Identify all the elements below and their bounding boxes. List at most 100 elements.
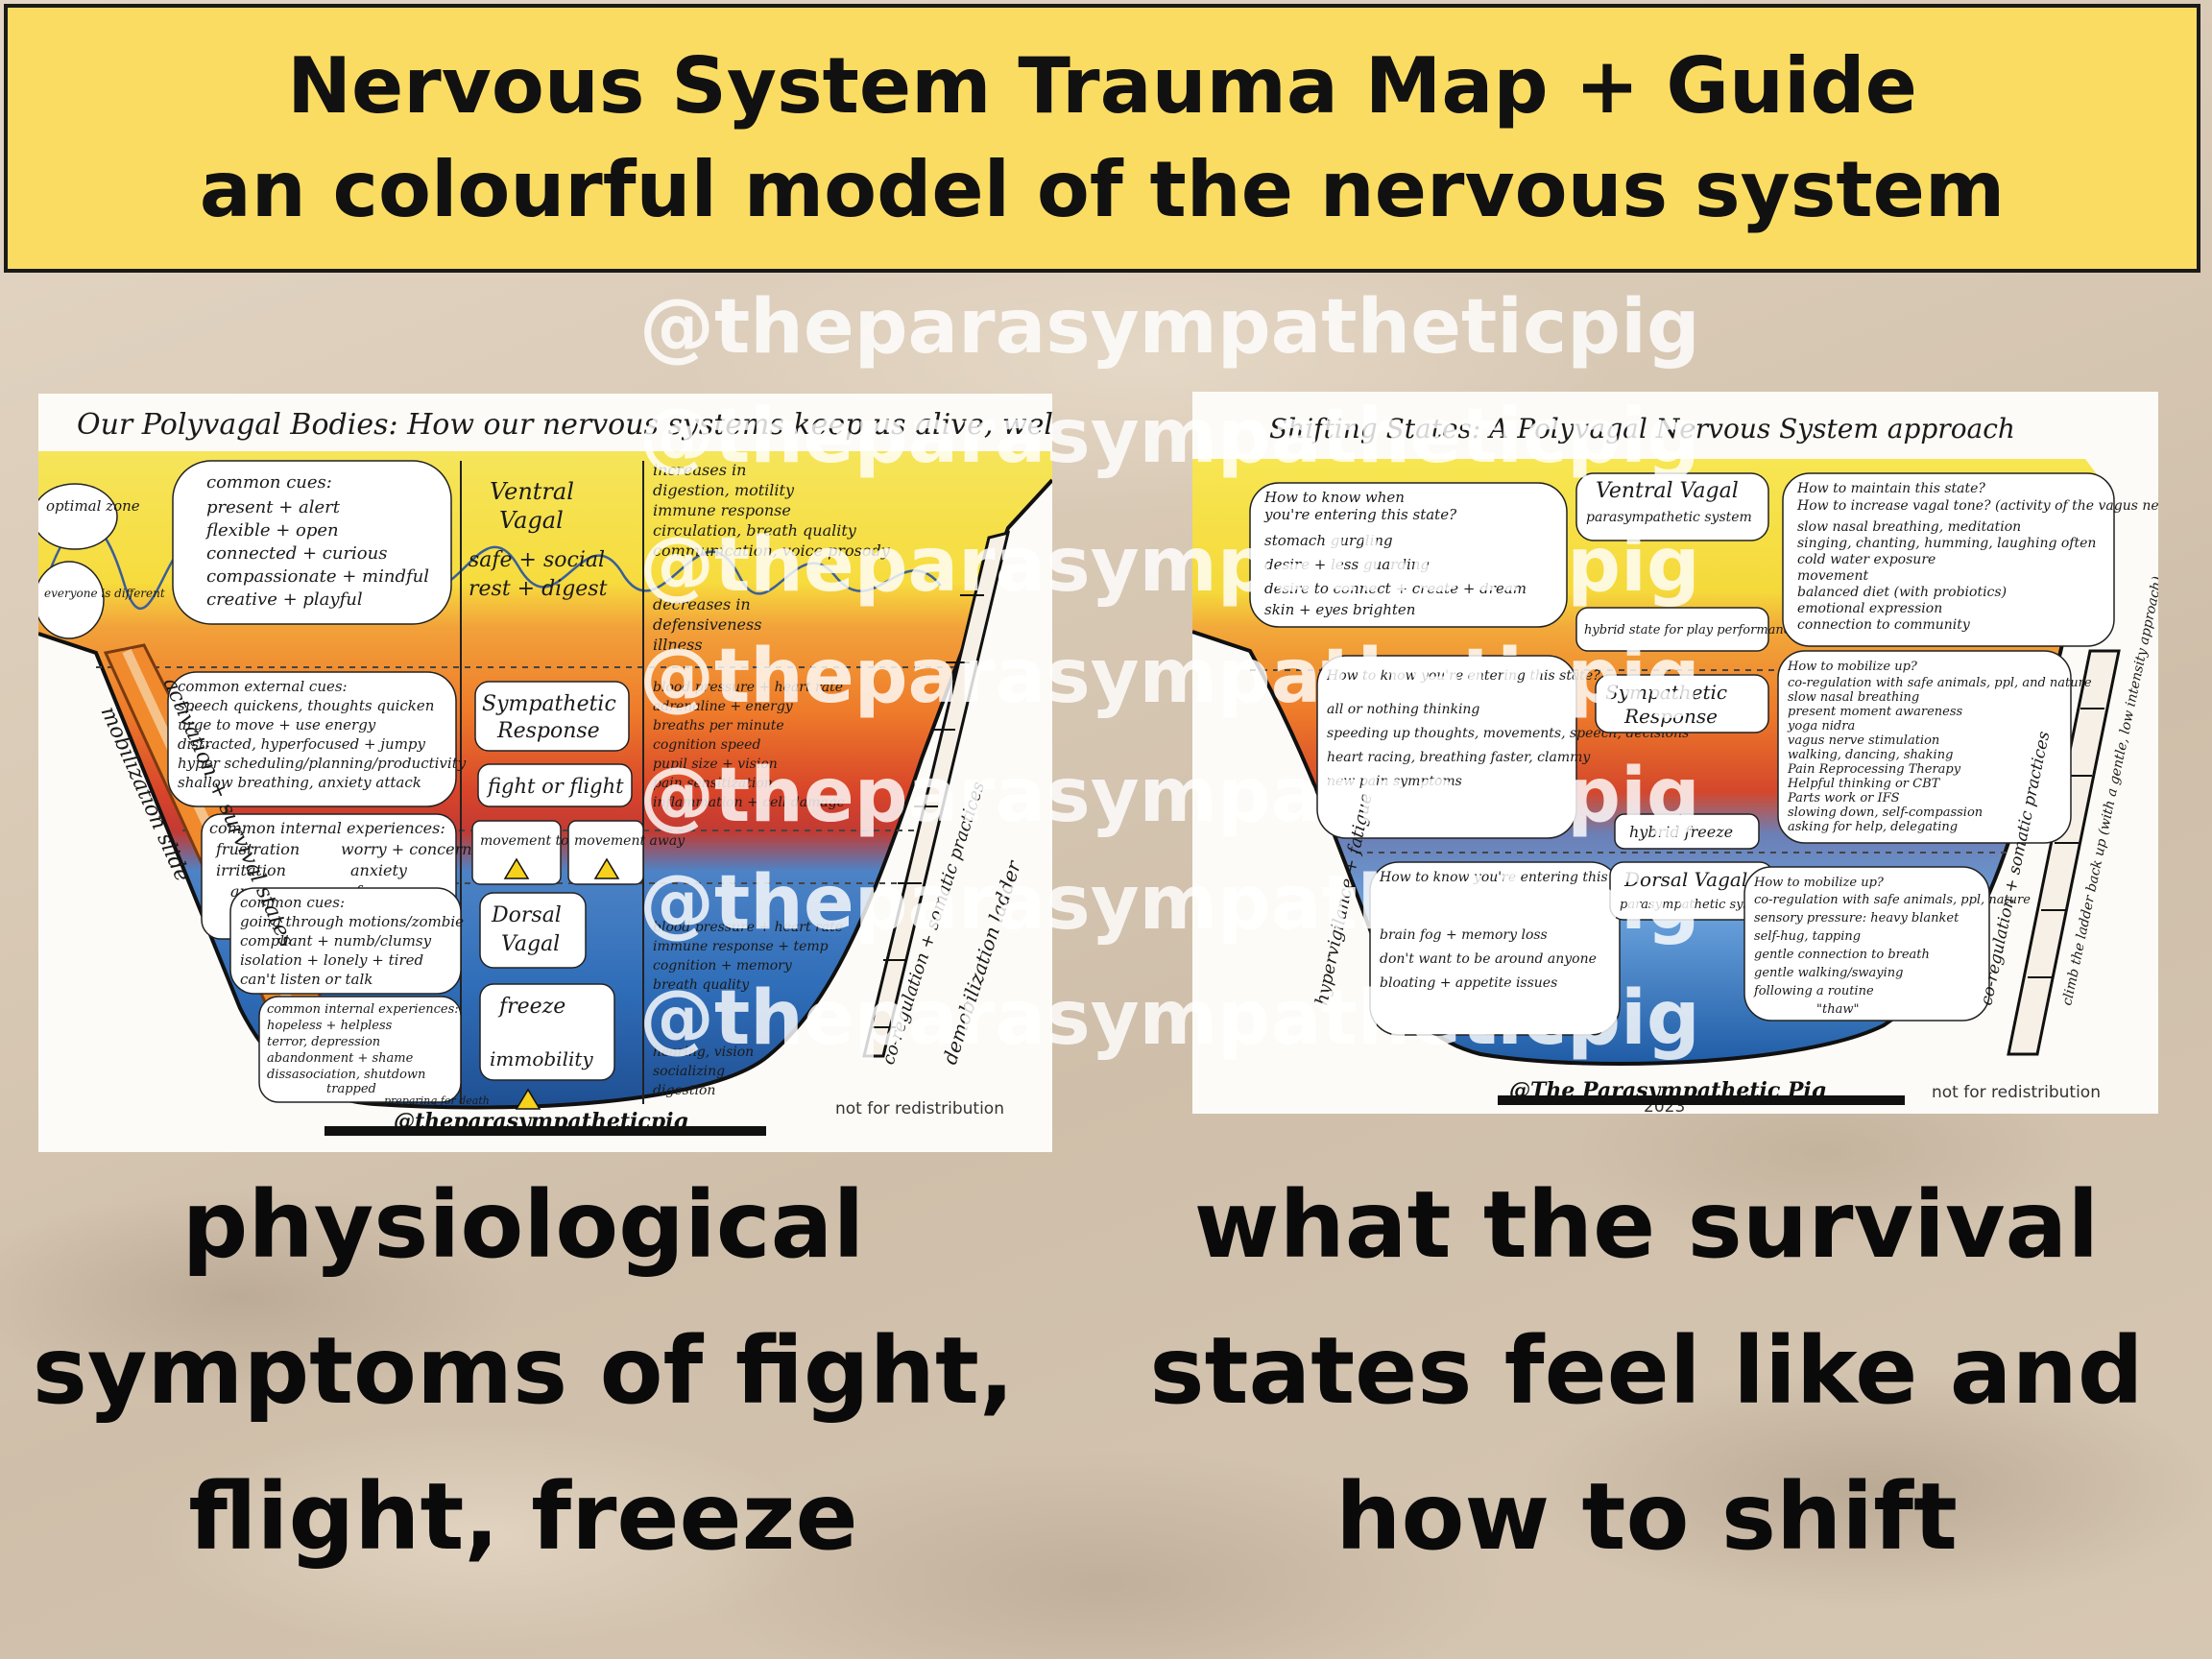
symp-increase-6: pain sensitization [653, 776, 773, 791]
ventral-label-2: Vagal [499, 507, 564, 534]
dorsal-internal-2: terror, depression [267, 1035, 380, 1049]
right-handwritten-title: Shifting States: A Polyvagal Nervous Sys… [1269, 413, 2015, 445]
know-item-4: skin + eyes brighten [1264, 601, 1415, 618]
maintain-item-3: cold water exposure [1797, 552, 1936, 567]
dorsal-internal-3: abandonment + shame [267, 1051, 414, 1066]
mobilize-11: asking for help, delegating [1788, 820, 1958, 834]
internal-left-2: irritation [216, 861, 286, 879]
symp-know-1: all or nothing thinking [1327, 702, 1479, 717]
symp-cue-3: distracted, hyperfocused + jumpy [178, 735, 426, 753]
know-item-2: desire + less guarding [1264, 556, 1430, 573]
ventral-cue-2: flexible + open [204, 520, 339, 541]
internal-right-2: anxiety [350, 861, 408, 879]
ventral-function-2: rest + digest [469, 577, 608, 601]
svg-text:How to maintain this state?: How to maintain this state? How to incre… [1796, 481, 2158, 633]
dorsal-decrease-3: cognition + memory [653, 958, 793, 974]
ventral-cue-1: present + alert [206, 497, 341, 517]
know-title-1: How to know when [1263, 489, 1405, 506]
maintain-title-1: How to maintain this state? [1796, 481, 1985, 496]
mobilize-title: How to mobilize up? [1787, 660, 1918, 674]
dorsal-decrease-1: blood pressure + heart rate [653, 920, 843, 935]
svg-text:increases in digestion,: increases in digestion, motility immune … [653, 461, 891, 560]
symp-increase-3: breaths per minute [653, 718, 784, 733]
mobilize-9: Parts work or IFS [1787, 791, 1900, 805]
svg-text:Sympathetic Response: Sympathetic Response [482, 692, 623, 743]
dorsal-internal-6: preparing for death [384, 1094, 490, 1107]
right-not-for-redistribution: not for redistribution [1932, 1083, 2101, 1102]
right-dorsal-label-2: parasympathetic system [1620, 898, 1773, 912]
symp-cue-1: speech quickens, thoughts quicken [178, 697, 434, 714]
svg-text:Ventral Vagal: Ventral Vagal [490, 478, 582, 534]
dorsal-label-2: Vagal [501, 932, 560, 956]
svg-text:common internal experiences:: common internal experiences: hopeless + … [267, 1002, 463, 1096]
right-caption: what the survival states feel like and h… [1104, 1152, 2189, 1590]
symp-cues-title: common external cues: [178, 678, 348, 695]
svg-text:How to know you're entering th: How to know you're entering this state? … [1326, 668, 1694, 789]
left-caption-line-2: symptoms of fight, [32, 1317, 1015, 1425]
left-not-for-redistribution: not for redistribution [835, 1099, 1004, 1118]
svg-text:common cues: going throu: common cues: going through motions/zombi… [240, 894, 469, 988]
decrease-3: illness [653, 636, 703, 654]
symp-cue-5: shallow breathing, anxiety attack [178, 774, 421, 791]
mobilize-up-4: gentle connection to breath [1754, 948, 1930, 962]
freeze-label: freeze [497, 995, 565, 1019]
right-polyvagal-image: Shifting States: A Polyvagal Nervous Sys… [1192, 392, 2158, 1114]
svg-text:Dorsal Vagal: Dorsal Vagal [491, 903, 568, 956]
ventral-function-1: safe + social [469, 548, 605, 572]
maintain-item-6: emotional expression [1797, 601, 1942, 616]
mobilize-up-6: following a routine [1753, 984, 1874, 998]
symp-label-1: Sympathetic [482, 692, 616, 716]
dorsal-internal-5: trapped [326, 1082, 376, 1096]
left-underline [325, 1126, 766, 1136]
ventral-cue-4: compassionate + mindful [206, 566, 429, 587]
symp-know-2: speeding up thoughts, movements, speech,… [1327, 726, 1689, 741]
know-item-3: desire to connect + create + dream [1264, 580, 1527, 597]
svg-text:Dorsal Vagal parasympath: Dorsal Vagal parasympathetic system [1620, 868, 1773, 912]
dorsal-cue-3: isolation + lonely + tired [240, 951, 423, 969]
svg-text:How to know you're entering th: How to know you're entering this state? … [1379, 870, 1657, 991]
watermark-1: @theparasympatheticpig [639, 284, 1700, 371]
ventral-increase-1: increases in [653, 461, 746, 479]
right-ventral-label-1: Ventral Vagal [1596, 479, 1739, 503]
symp-know-3: heart racing, breathing faster, clammy [1327, 750, 1591, 765]
mobilize-8: Helpful thinking or CBT [1787, 777, 1941, 791]
right-caption-line-3: how to shift [1335, 1463, 1958, 1571]
right-caption-line-1: what the survival [1193, 1171, 2100, 1279]
mobilize-up-title: How to mobilize up? [1753, 876, 1885, 890]
dorsal-cue-2: compliant + numb/clumsy [240, 932, 432, 950]
maintain-item-7: connection to community [1797, 617, 1971, 633]
right-symp-label-2: Response [1623, 705, 1718, 728]
mobilize-4: yoga nidra [1787, 719, 1855, 733]
symp-cue-4: hyper scheduling/planning/productivity [178, 755, 467, 772]
immobility-label: immobility [490, 1047, 593, 1070]
ventral-cues-title: common cues: [206, 472, 332, 493]
dorsal-decrease-7: digestion [653, 1083, 715, 1098]
mobilize-3: present moment awareness [1788, 705, 1963, 719]
dorsal-cues-title: common cues: [240, 894, 345, 911]
mobilize-6: walking, dancing, shaking [1788, 748, 1953, 762]
ventral-cue-3: connected + curious [206, 543, 387, 564]
ventral-increase-5: communication, voice prosody [653, 541, 891, 560]
dorsal-know-1: brain fog + memory loss [1380, 927, 1548, 943]
maintain-title-2: How to increase vagal tone? (activity of… [1796, 498, 2158, 514]
symp-increase-5: pupil size + vision [653, 757, 778, 772]
svg-text:common external cues: sp: common external cues: speech quickens, t… [178, 678, 470, 791]
mobilize-10: slowing down, self-compassion [1788, 805, 1983, 820]
svg-text:decreases in defensivene: decreases in defensiveness illness [653, 595, 767, 654]
dorsal-decrease-6: socializing [653, 1064, 725, 1079]
svg-text:blood pressure + heart rate: blood pressure + heart rate adrenaline +… [653, 680, 847, 810]
symp-cue-2: urge to move + use energy [178, 716, 376, 733]
svg-text:safe + social rest + dig: safe + social rest + digest [469, 548, 612, 601]
symp-know-title: How to know you're entering this state? [1326, 668, 1600, 684]
maintain-item-2: singing, chanting, humming, laughing oft… [1797, 536, 2096, 551]
know-item-1: stomach gurgling [1264, 532, 1393, 549]
ventral-label-1: Ventral [490, 478, 574, 505]
internal-left-1: frustration [215, 840, 300, 858]
fight-or-flight: fight or flight [486, 775, 624, 798]
hybrid-freeze: hybrid freeze [1629, 823, 1733, 841]
right-dorsal-label-1: Dorsal Vagal [1623, 868, 1747, 891]
left-handwritten-title: Our Polyvagal Bodies: How our nervous sy… [77, 408, 1052, 442]
internal-right-1: worry + concern [341, 840, 472, 858]
internal-title: common internal experiences: [209, 819, 445, 837]
right-caption-line-2: states feel like and [1149, 1317, 2144, 1425]
